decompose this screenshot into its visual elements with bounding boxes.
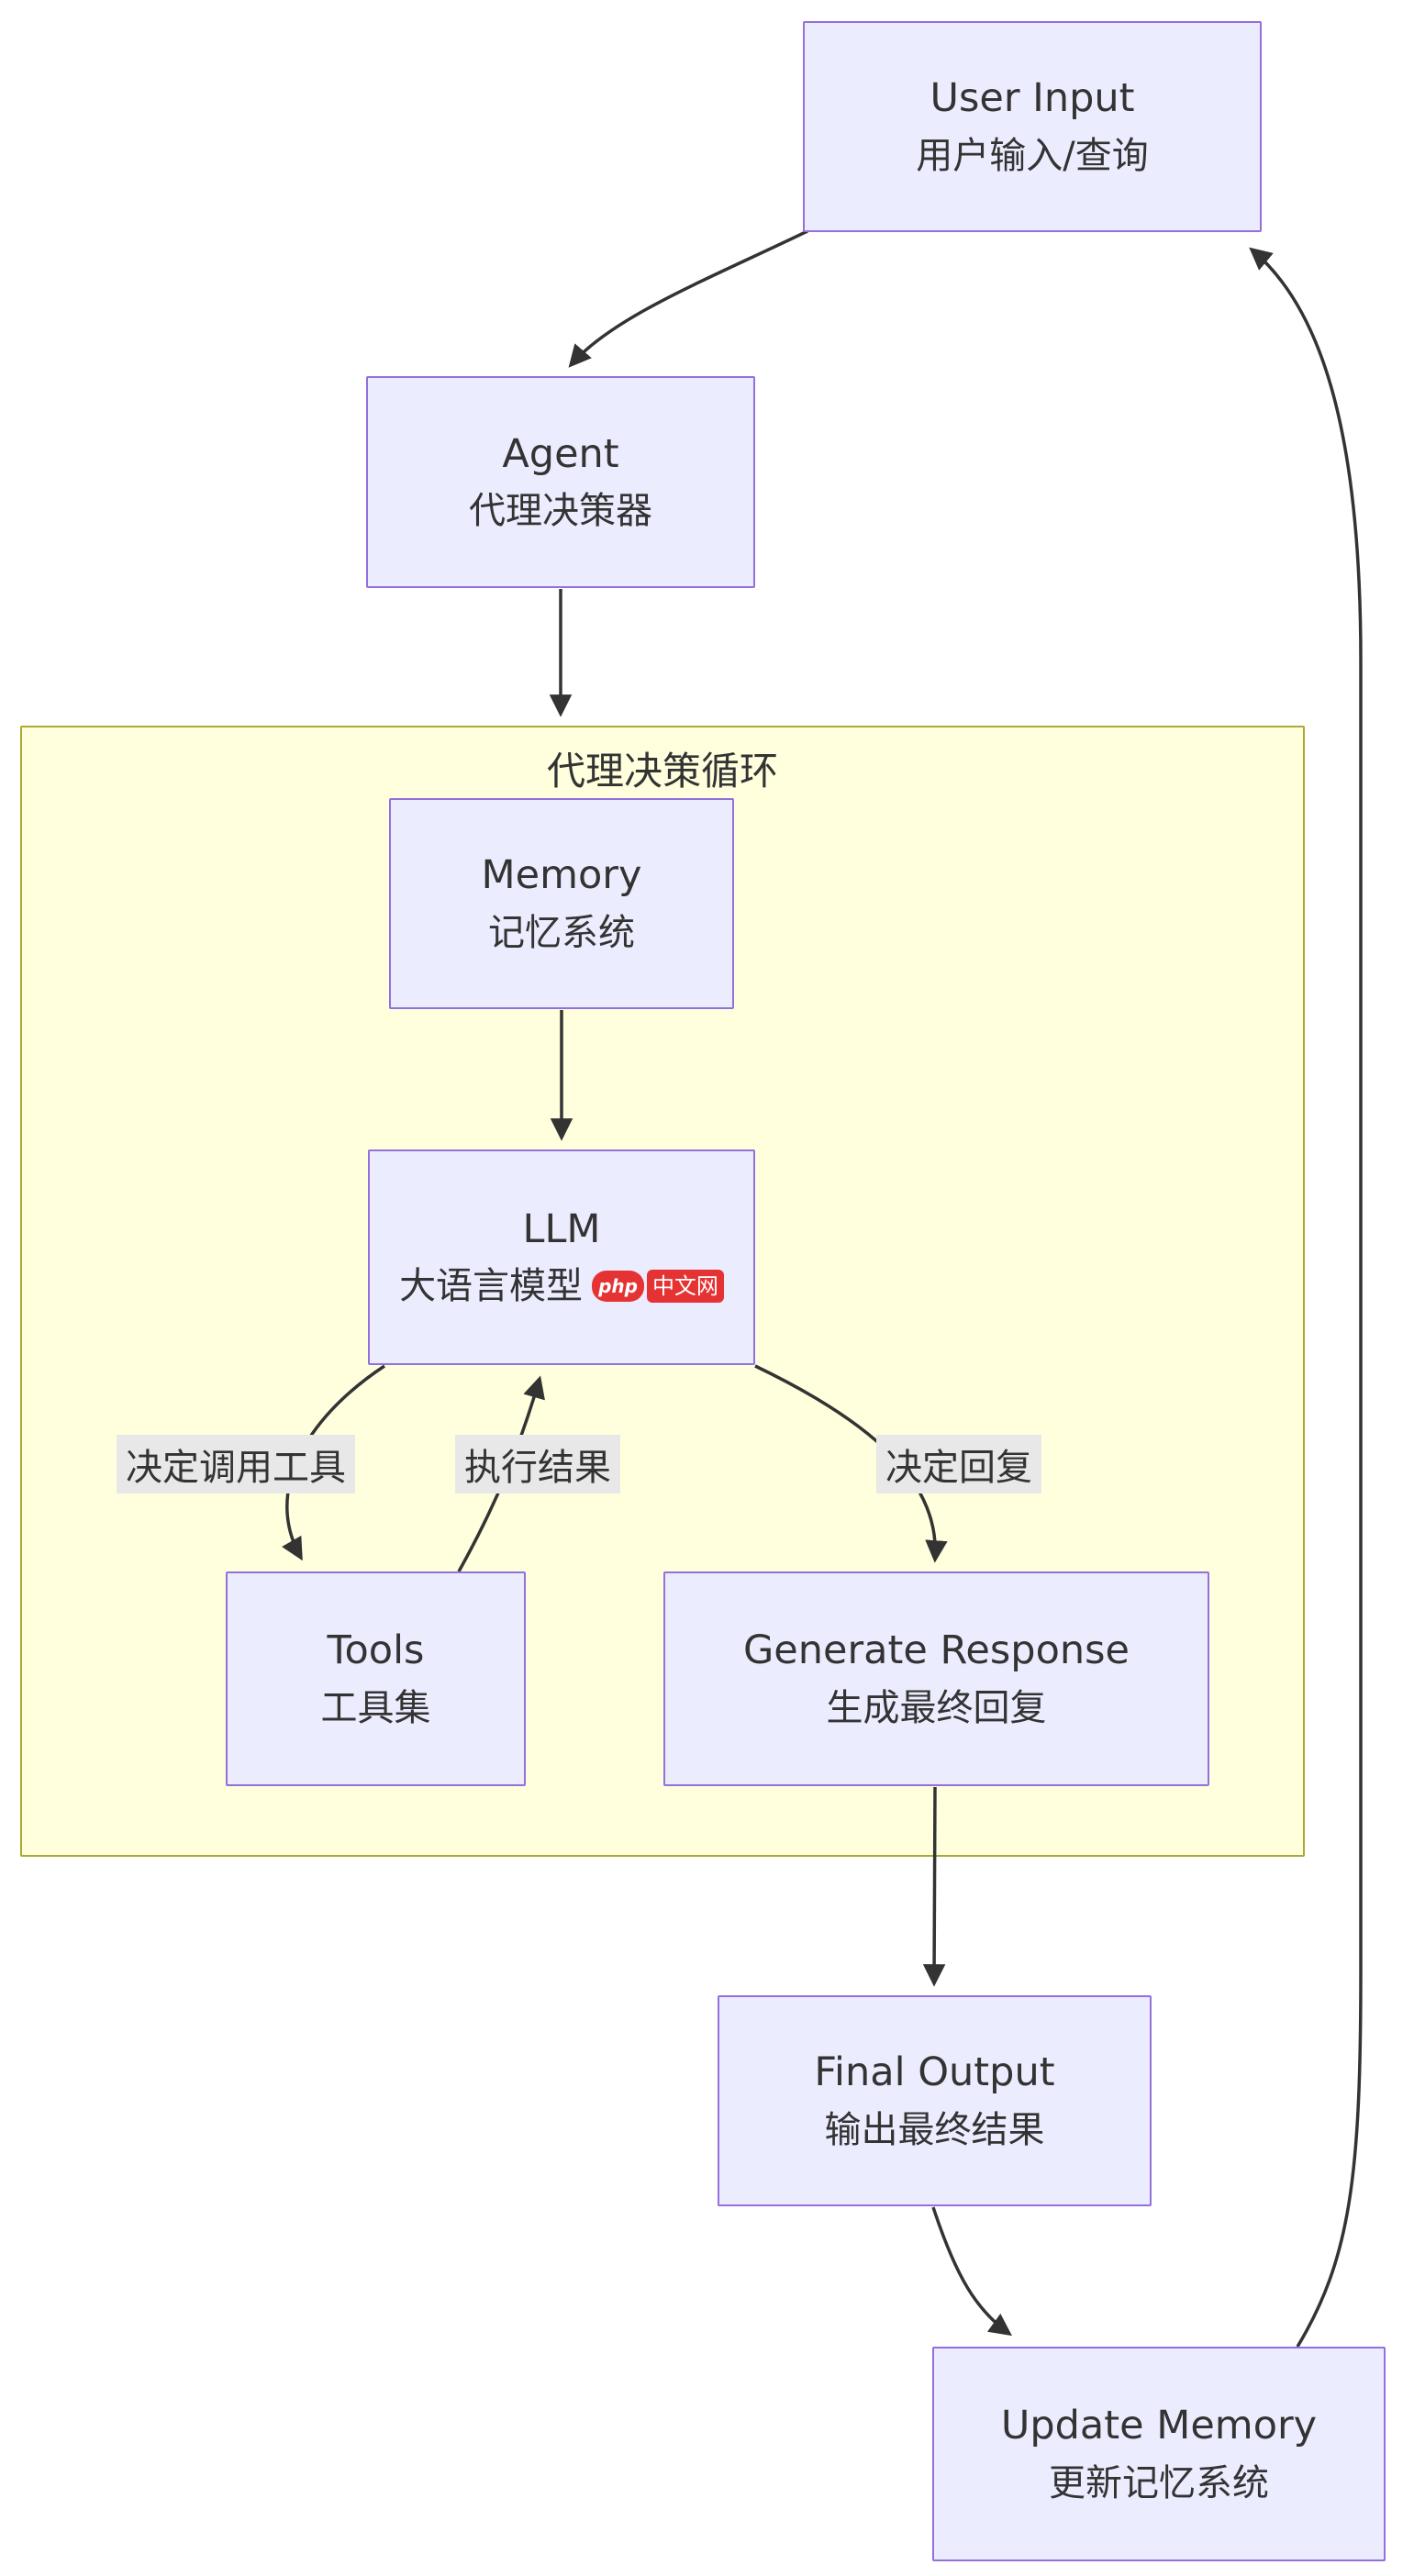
cluster-label: 代理决策循环 [546,749,778,794]
node-subtitle-text: 大语言模型 [399,1265,584,1308]
node-tools: Tools 工具集 [226,1571,526,1786]
node-subtitle: 生成最终回复 [826,1686,1047,1729]
node-generate-response: Generate Response 生成最终回复 [663,1571,1209,1786]
node-subtitle: 记忆系统 [488,911,635,954]
edge-label-decide-call-tool: 决定调用工具 [117,1435,355,1493]
node-update-memory: Update Memory 更新记忆系统 [932,2347,1386,2561]
node-title: LLM [522,1205,601,1252]
node-user-input: User Input 用户输入/查询 [803,21,1262,232]
node-subtitle: 更新记忆系统 [1049,2461,1269,2504]
node-memory: Memory 记忆系统 [389,798,734,1009]
edge-label-execution-result: 执行结果 [455,1435,620,1493]
node-subtitle: 代理决策器 [469,490,652,533]
node-title: Agent [502,430,619,477]
edge-update-memory-to-user-input [1249,247,1363,2348]
node-title: Generate Response [742,1627,1130,1674]
node-title: User Input [930,75,1135,122]
php-cn-watermark-logo: php 中文网 [592,1270,724,1304]
node-subtitle: 工具集 [320,1686,431,1729]
node-subtitle: 大语言模型 php 中文网 [399,1266,724,1306]
node-title: Update Memory [1000,2403,1318,2449]
node-title: Memory [481,852,642,899]
node-title: Final Output [814,2049,1055,2096]
node-agent: Agent 代理决策器 [366,376,755,588]
edge-generate-response-to-final-output [922,1786,946,1987]
edge-label-decide-reply: 决定回复 [876,1435,1041,1493]
node-title: Tools [327,1627,425,1674]
cn-logo-text: 中文网 [646,1270,724,1304]
node-subtitle: 用户输入/查询 [916,134,1149,177]
node-llm: LLM 大语言模型 php 中文网 [368,1149,755,1365]
edge-final-output-to-update-memory [931,2206,1012,2337]
node-subtitle: 输出最终结果 [824,2108,1045,2151]
php-logo-icon: php [592,1271,644,1303]
edge-user-input-to-agent [568,229,808,368]
node-final-output: Final Output 输出最终结果 [718,1995,1152,2206]
